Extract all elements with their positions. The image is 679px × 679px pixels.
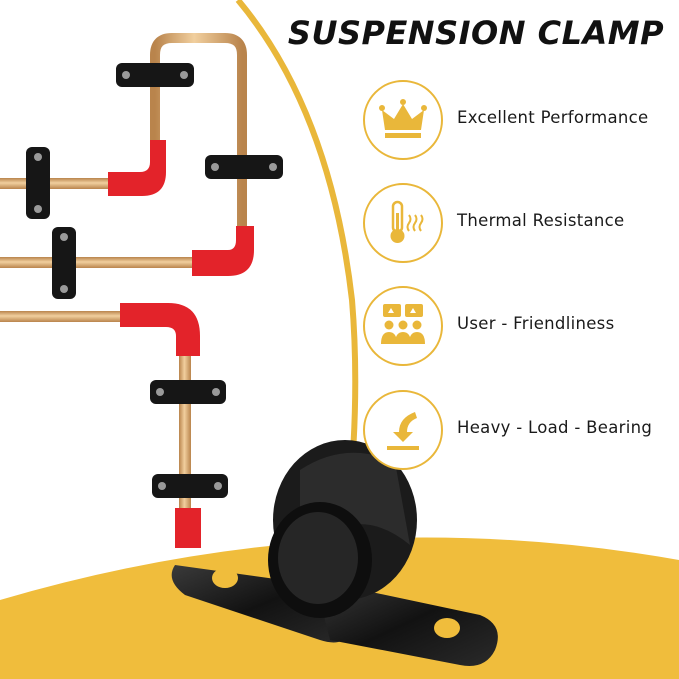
pipe-clamps	[26, 63, 283, 498]
feature-thermal-resistance: Thermal Resistance	[363, 183, 663, 263]
crown-icon	[379, 99, 427, 138]
users-icon	[381, 304, 425, 344]
feature-icon-circle	[363, 390, 443, 470]
page-title: SUSPENSION CLAMP	[287, 14, 665, 52]
feature-excellent-performance: Excellent Performance	[363, 80, 663, 160]
feature-user-friendliness: User - Friendliness	[363, 286, 663, 366]
feature-label: Excellent Performance	[457, 108, 649, 127]
feature-icon-circle	[363, 80, 443, 160]
feature-icon-circle	[363, 183, 443, 263]
feature-label: User - Friendliness	[457, 314, 615, 333]
feature-heavy-load-bearing: Heavy - Load - Bearing	[363, 390, 663, 470]
feature-label: Heavy - Load - Bearing	[457, 418, 653, 437]
arrow-down-icon	[387, 412, 419, 450]
feature-label: Thermal Resistance	[457, 211, 625, 230]
suspension-clamp-product	[171, 440, 498, 666]
red-elbows	[108, 140, 254, 548]
feature-icon-circle	[363, 286, 443, 366]
thermometer-icon	[390, 200, 424, 243]
pipe-network	[0, 33, 247, 518]
clamp-screws	[34, 71, 277, 490]
